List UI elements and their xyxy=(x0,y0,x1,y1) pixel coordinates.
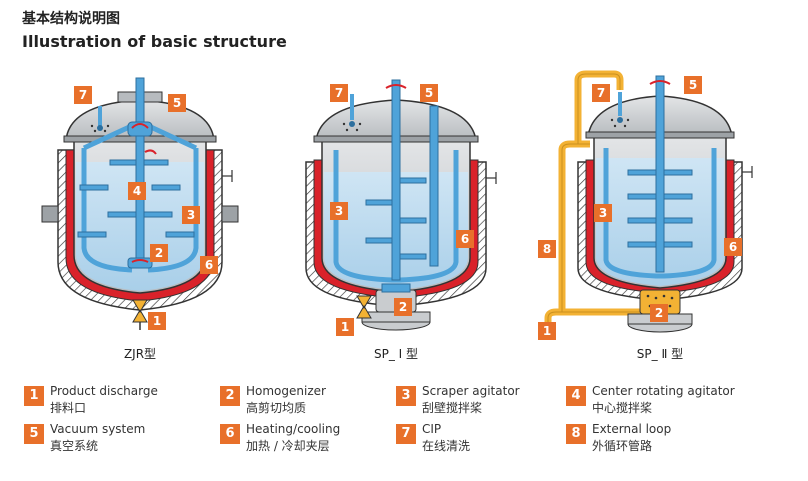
legend-item-6: 6 Heating/cooling 加热 / 冷却夹层 xyxy=(220,422,380,458)
badge-tank3-2: 2 xyxy=(650,304,668,322)
legend-cn: 外循环管路 xyxy=(592,439,653,453)
agitator-paddles xyxy=(365,177,427,260)
legend-badge: 2 xyxy=(220,386,240,406)
badge-tank2-2: 2 xyxy=(394,298,412,316)
badge-tank1-5: 5 xyxy=(168,94,186,112)
legend-item-4: 4 Center rotating agitator 中心搅拌桨 xyxy=(566,384,786,420)
agitator-paddles xyxy=(627,169,693,248)
page-title-cn: 基本结构说明图 xyxy=(22,11,120,27)
agitator-shaft xyxy=(391,79,401,281)
agitator-shaft xyxy=(655,75,665,273)
legend-cn: 排料口 xyxy=(50,401,87,415)
legend-badge: 6 xyxy=(220,424,240,444)
legend-cn: 真空系统 xyxy=(50,439,99,453)
badge-tank3-7: 7 xyxy=(592,84,610,102)
scraper-frame xyxy=(81,148,199,273)
legend-item-1: 1 Product discharge 排料口 xyxy=(24,384,204,420)
legend-en: Heating/cooling xyxy=(246,422,341,436)
badge-tank3-8: 8 xyxy=(538,240,556,258)
legend-item-8: 8 External loop 外循环管路 xyxy=(566,422,786,458)
legend-cn: 加热 / 冷却夹层 xyxy=(246,439,330,453)
legend-cn: 高剪切均质 xyxy=(246,401,307,415)
tank-label-zjr: ZJR型 xyxy=(123,347,157,361)
legend-badge: 1 xyxy=(24,386,44,406)
badge-tank3-3: 3 xyxy=(594,204,612,222)
badge-tank1-6: 6 xyxy=(200,256,218,274)
legend-cn: 中心搅拌桨 xyxy=(592,401,653,415)
badge-tank1-2: 2 xyxy=(150,244,168,262)
badge-tank2-5: 5 xyxy=(420,84,438,102)
badge-tank1-7: 7 xyxy=(74,86,92,104)
legend-item-7: 7 CIP 在线清洗 xyxy=(396,422,556,458)
legend-en: Product discharge xyxy=(50,384,158,398)
badge-tank1-4: 4 xyxy=(128,182,146,200)
legend-en: Vacuum system xyxy=(50,422,146,436)
legend-item-3: 3 Scraper agitator 刮壁搅拌桨 xyxy=(396,384,556,420)
badge-tank3-1: 1 xyxy=(538,322,556,340)
discharge-valve xyxy=(132,299,148,323)
tank-label-sp1: SP_ Ⅰ 型 xyxy=(373,347,419,361)
tank-label-sp2: SP_ Ⅱ 型 xyxy=(636,347,684,361)
legend-badge: 5 xyxy=(24,424,44,444)
legend-cn: 在线清洗 xyxy=(422,439,471,453)
badge-tank3-6: 6 xyxy=(724,238,742,256)
badge-tank1-3: 3 xyxy=(182,206,200,224)
tank-sp1 xyxy=(305,79,497,331)
badge-tank2-1: 1 xyxy=(336,318,354,336)
legend-badge: 8 xyxy=(566,424,586,444)
agitator-paddles xyxy=(77,159,195,238)
badge-tank2-7: 7 xyxy=(330,84,348,102)
badge-tank2-3: 3 xyxy=(330,202,348,220)
legend-en: Center rotating agitator xyxy=(592,384,735,398)
badge-tank1-1: 1 xyxy=(148,312,166,330)
legend-en: Homogenizer xyxy=(246,384,326,398)
legend-badge: 7 xyxy=(396,424,416,444)
legend-item-2: 2 Homogenizer 高剪切均质 xyxy=(220,384,380,420)
legend-badge: 3 xyxy=(396,386,416,406)
badge-tank3-5: 5 xyxy=(684,76,702,94)
badge-tank2-6: 6 xyxy=(456,230,474,248)
legend-en: External loop xyxy=(592,422,672,436)
legend-badge: 4 xyxy=(566,386,586,406)
legend-cn: 刮壁搅拌桨 xyxy=(422,401,483,415)
discharge-valve xyxy=(356,295,372,319)
tank-zjr xyxy=(41,77,239,330)
legend-item-5: 5 Vacuum system 真空系统 xyxy=(24,422,204,458)
legend-en: Scraper agitator xyxy=(422,384,520,398)
agitator-shaft xyxy=(135,77,145,265)
scraper-frame xyxy=(603,148,717,279)
legend-en: CIP xyxy=(422,422,442,436)
page-title-en: Illustration of basic structure xyxy=(22,32,287,51)
tank-sp2 xyxy=(544,70,753,333)
